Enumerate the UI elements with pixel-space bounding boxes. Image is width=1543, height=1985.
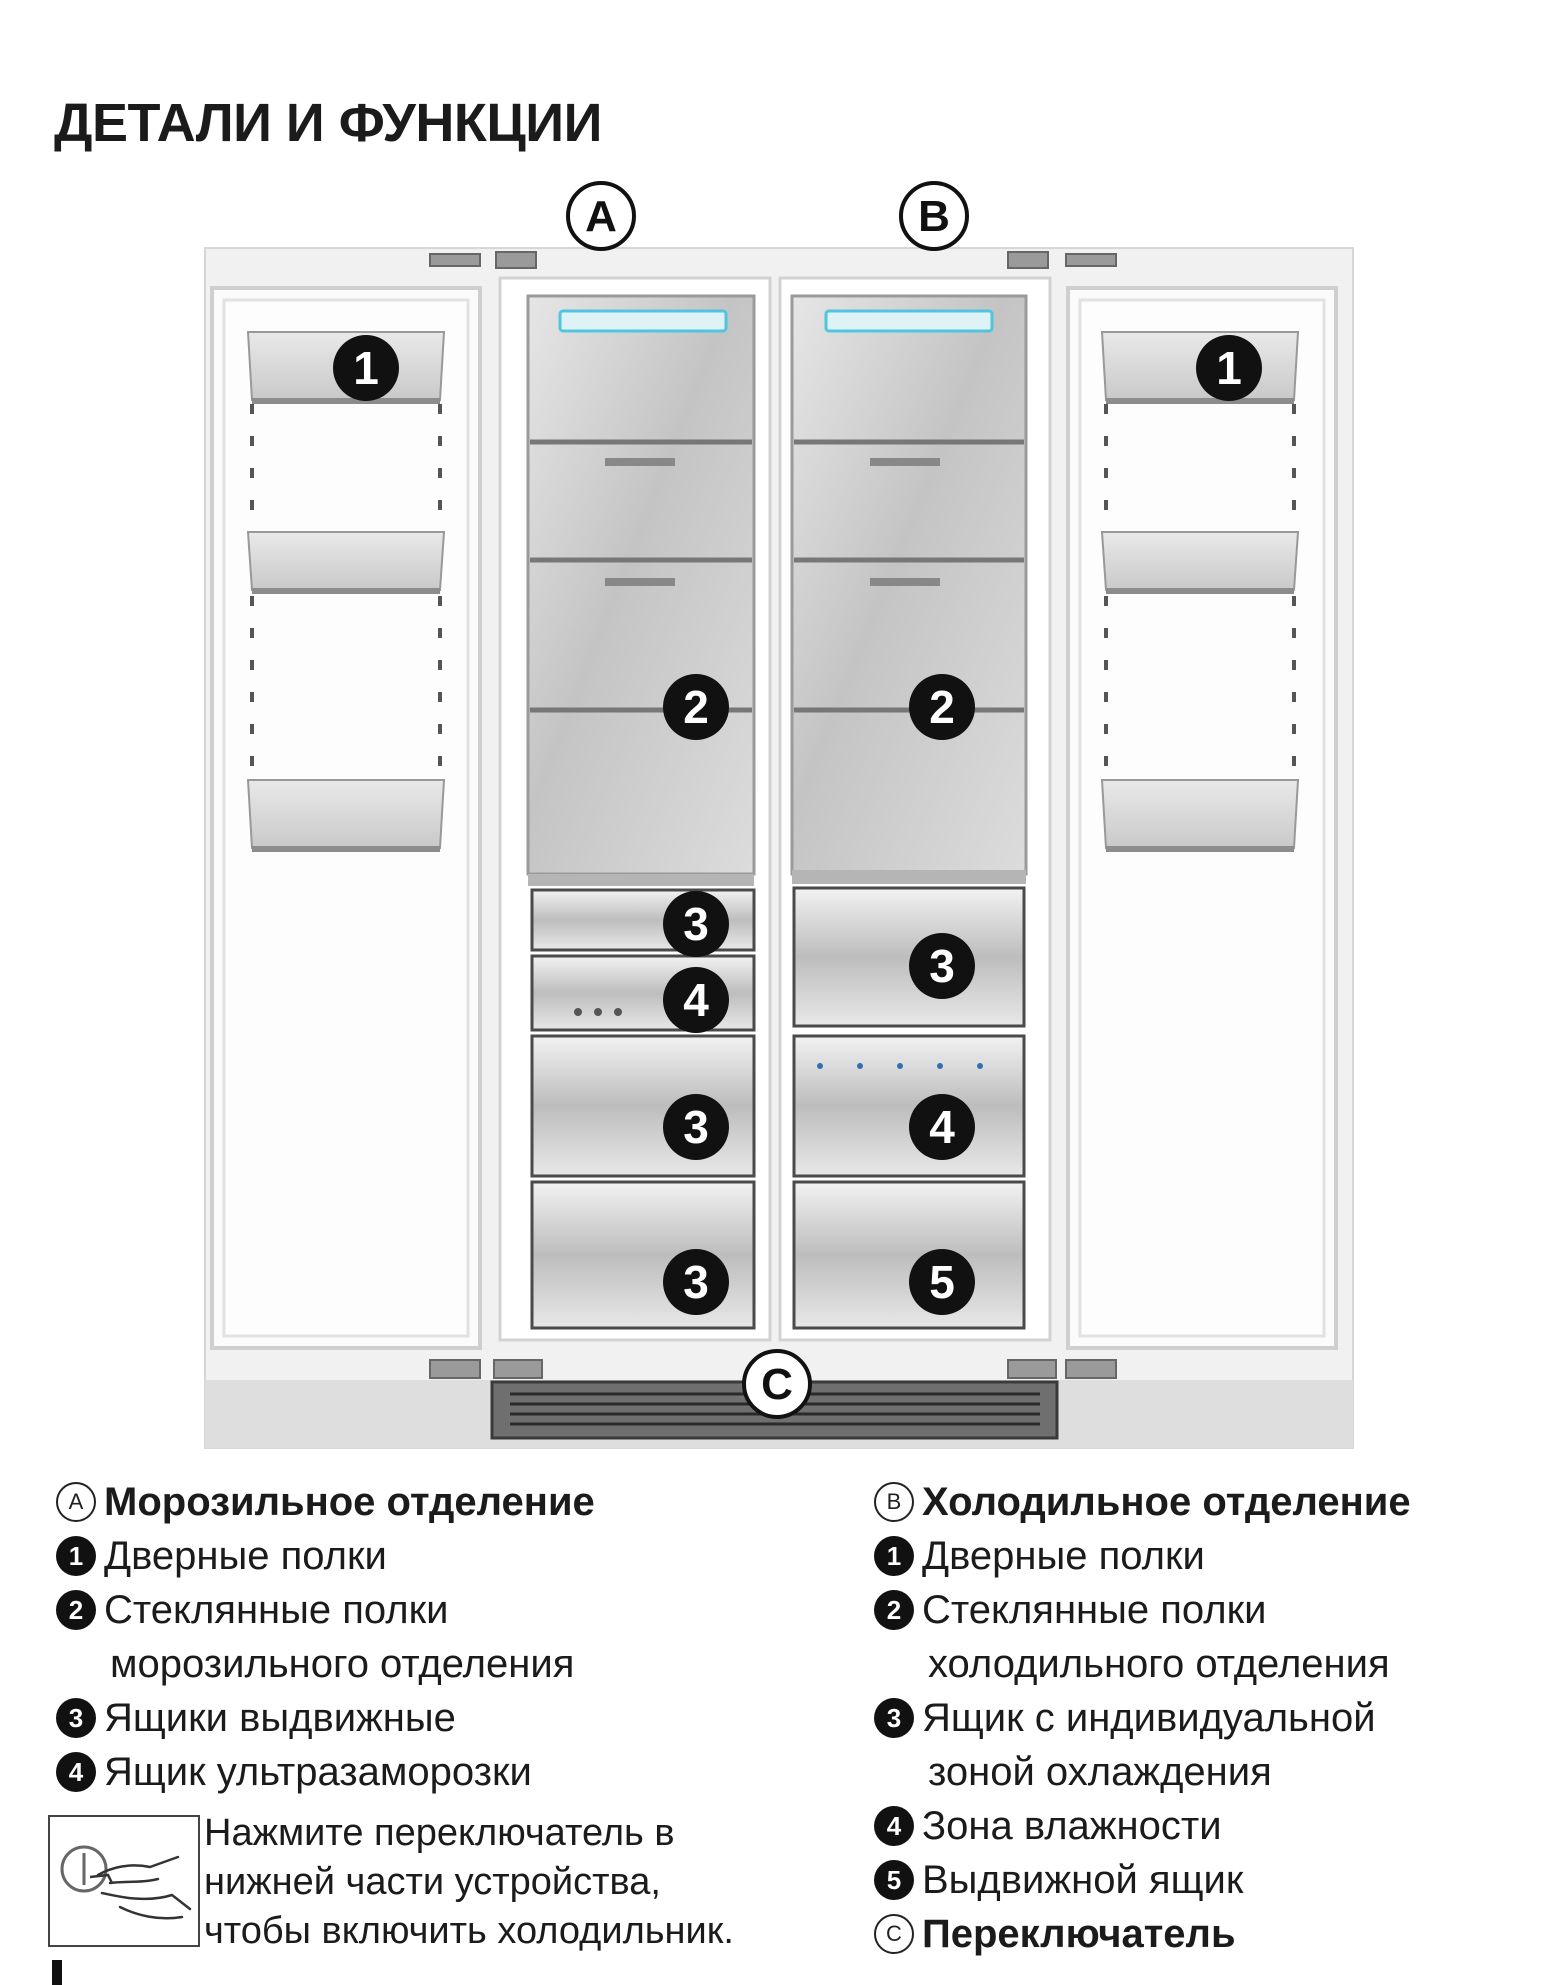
number-5-icon: 5: [874, 1860, 914, 1900]
legend-item-continuation: зоной охлаждения: [928, 1750, 1272, 1794]
svg-text:3: 3: [929, 940, 955, 992]
power-note-line: Нажмите переключатель в: [204, 1812, 675, 1854]
bottom-hinges: [429, 1359, 1117, 1379]
callout-freezer-door-shelves: 1: [333, 335, 399, 401]
legend-item: 5 Выдвижной ящик: [874, 1853, 1411, 1907]
legend-item: 2 Стеклянные полки: [56, 1583, 595, 1637]
section-marker-a-text: A: [585, 192, 617, 241]
callout-fridge-door-shelves: 1: [1196, 335, 1262, 401]
legend-item-label: Стеклянные полки: [922, 1588, 1267, 1632]
legend-item-label: Дверные полки: [104, 1534, 387, 1578]
section-divider: [52, 1960, 62, 1985]
legend-item-label: Дверные полки: [922, 1534, 1205, 1578]
power-note-line: нижней части устройства,: [204, 1861, 661, 1903]
marker-a-icon: A: [56, 1482, 96, 1522]
fridge-light-bar: [824, 309, 994, 333]
freezer-legend-heading: A Морозильное отделение: [56, 1475, 595, 1529]
svg-text:2: 2: [929, 681, 955, 733]
legend-item-continuation: холодильного отделения: [928, 1642, 1390, 1686]
top-hinges: [429, 251, 1117, 269]
number-3-icon: 3: [874, 1698, 914, 1738]
legend-item: 4 Зона влажности: [874, 1799, 1411, 1853]
fridge-legend-heading: B Холодильное отделение: [874, 1475, 1411, 1529]
number-2-icon: 2: [56, 1590, 96, 1630]
legend-item: 1 Дверные полки: [874, 1529, 1411, 1583]
power-note-text: Нажмите переключатель в нижней части уст…: [204, 1809, 734, 1956]
switch-label: Переключатель: [922, 1912, 1236, 1956]
marker-c-icon: C: [874, 1914, 914, 1954]
legend-item-label: Выдвижной ящик: [922, 1858, 1244, 1902]
number-3-icon: 3: [56, 1698, 96, 1738]
svg-text:4: 4: [929, 1101, 955, 1153]
freezer-legend: A Морозильное отделение 1 Дверные полки …: [56, 1475, 595, 1799]
legend-item-label: Зона влажности: [922, 1804, 1222, 1848]
marker-b-icon: B: [874, 1482, 914, 1522]
fridge-legend: B Холодильное отделение 1 Дверные полки …: [874, 1475, 1411, 1961]
callout-freezer-drawer-2: 4: [663, 967, 729, 1033]
legend-item: 1 Дверные полки: [56, 1529, 595, 1583]
freezer-drawers: [530, 888, 756, 1330]
switch-legend-item: C Переключатель: [874, 1907, 1411, 1961]
fridge-glass-shelves: [794, 439, 1024, 713]
number-1-icon: 1: [56, 1536, 96, 1576]
refrigerator-diagram: A B C 1 1 2 2 3 4 3 3 3 4 5: [204, 181, 1354, 1449]
number-2-icon: 2: [874, 1590, 914, 1630]
section-marker-b-text: B: [918, 192, 950, 241]
svg-text:1: 1: [353, 342, 379, 394]
callout-fridge-glass-shelves: 2: [909, 674, 975, 740]
callout-freezer-drawer-1: 3: [663, 891, 729, 957]
fridge-drawers: [792, 886, 1026, 1330]
svg-text:1: 1: [1216, 342, 1242, 394]
callout-freezer-drawer-4: 3: [663, 1249, 729, 1315]
freezer-heading: Морозильное отделение: [104, 1480, 595, 1524]
legend-item-label: Ящик ультразаморозки: [104, 1750, 532, 1794]
callout-freezer-glass-shelves: 2: [663, 674, 729, 740]
legend-item-continuation: морозильного отделения: [110, 1642, 575, 1686]
svg-text:4: 4: [683, 974, 709, 1026]
power-note-line: чтобы включить холодильник.: [204, 1910, 734, 1952]
fridge-door-rails: [1104, 340, 1296, 840]
section-marker-b: B: [899, 181, 969, 251]
svg-text:3: 3: [683, 898, 709, 950]
power-switch-hand-icon: [48, 1815, 200, 1947]
number-1-icon: 1: [874, 1536, 914, 1576]
number-4-icon: 4: [56, 1752, 96, 1792]
callout-fridge-drawer-1: 3: [909, 933, 975, 999]
svg-text:3: 3: [683, 1101, 709, 1153]
callout-fridge-drawer-3: 5: [909, 1249, 975, 1315]
number-4-icon: 4: [874, 1806, 914, 1846]
svg-text:5: 5: [929, 1256, 955, 1308]
svg-text:2: 2: [683, 681, 709, 733]
legend-item: 2 Стеклянные полки: [874, 1583, 1411, 1637]
legend-item: 3 Ящик с индивидуальной: [874, 1691, 1411, 1745]
power-note: Нажмите переключатель в нижней части уст…: [48, 1812, 828, 1955]
section-marker-a: A: [566, 181, 636, 251]
freezer-door-rails: [250, 340, 442, 840]
legend-item: 4 Ящик ультразаморозки: [56, 1745, 595, 1799]
freezer-light-bar: [558, 309, 728, 333]
section-marker-c: C: [742, 1349, 812, 1419]
page-title: ДЕТАЛИ И ФУНКЦИИ: [54, 93, 602, 153]
legend-item: 3 Ящики выдвижные: [56, 1691, 595, 1745]
callout-freezer-drawer-3: 3: [663, 1094, 729, 1160]
fridge-heading: Холодильное отделение: [922, 1480, 1411, 1524]
svg-text:3: 3: [683, 1256, 709, 1308]
callout-fridge-drawer-2: 4: [909, 1094, 975, 1160]
legend-item-label: Стеклянные полки: [104, 1588, 449, 1632]
legend-item-label: Ящики выдвижные: [104, 1696, 456, 1740]
section-marker-c-text: C: [761, 1360, 793, 1409]
legend-item-label: Ящик с индивидуальной: [922, 1696, 1376, 1740]
